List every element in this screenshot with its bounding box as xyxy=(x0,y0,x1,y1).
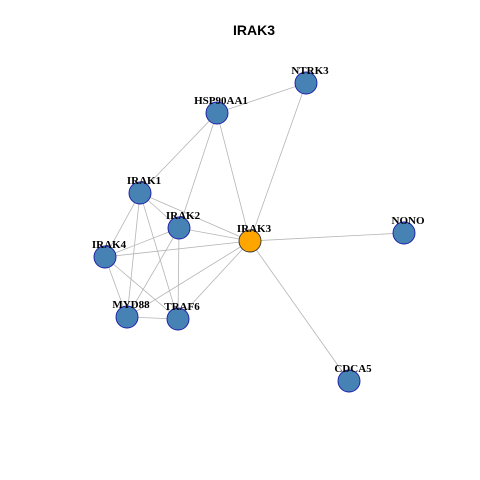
edge-hsp90aa1-irak3 xyxy=(216,112,251,242)
edge-irak1-irak4 xyxy=(104,192,141,258)
node-myd88: MYD88 xyxy=(112,299,150,329)
node-circle-traf6 xyxy=(166,307,190,331)
edge-layer xyxy=(104,82,405,382)
edge-irak2-traf6 xyxy=(177,227,180,320)
node-label-irak2: IRAK2 xyxy=(166,210,201,222)
node-circle-myd88 xyxy=(115,305,139,329)
node-label-irak4: IRAK4 xyxy=(92,239,127,251)
node-label-nono: NONO xyxy=(392,215,425,227)
edge-irak2-irak4 xyxy=(104,227,180,258)
node-circle-hsp90aa1 xyxy=(205,101,229,125)
node-circle-irak1 xyxy=(128,181,152,205)
edge-ntrk3-hsp90aa1 xyxy=(216,82,307,114)
node-label-ntrk3: NTRK3 xyxy=(291,65,329,77)
edge-irak4-irak3 xyxy=(104,240,251,258)
edge-irak4-traf6 xyxy=(104,256,179,320)
edge-irak2-myd88 xyxy=(126,227,180,318)
node-circle-ntrk3 xyxy=(294,71,318,95)
node-nono: NONO xyxy=(392,215,425,245)
node-label-irak1: IRAK1 xyxy=(127,175,161,187)
edge-irak3-nono xyxy=(249,232,405,242)
edge-hsp90aa1-irak2 xyxy=(178,112,218,229)
node-circle-irak3 xyxy=(238,229,262,253)
node-irak4: IRAK4 xyxy=(92,239,127,269)
node-hsp90aa1: HSP90AA1 xyxy=(194,95,248,125)
diagram-title: IRAK3 xyxy=(233,22,275,38)
node-label-myd88: MYD88 xyxy=(112,299,150,311)
node-label-irak3: IRAK3 xyxy=(237,223,272,235)
node-label-cdca5: CDCA5 xyxy=(334,363,372,375)
node-ntrk3: NTRK3 xyxy=(291,65,329,95)
node-irak3: IRAK3 xyxy=(237,223,272,253)
node-label-hsp90aa1: HSP90AA1 xyxy=(194,95,248,107)
node-irak2: IRAK2 xyxy=(166,210,201,240)
edge-ntrk3-irak3 xyxy=(249,82,307,242)
edge-myd88-irak3 xyxy=(126,240,251,318)
node-cdca5: CDCA5 xyxy=(334,363,372,393)
edge-irak1-irak3 xyxy=(139,192,251,242)
node-circle-irak2 xyxy=(167,216,191,240)
node-circle-cdca5 xyxy=(337,369,361,393)
node-label-traf6: TRAF6 xyxy=(164,301,200,313)
node-circle-irak4 xyxy=(93,245,117,269)
edge-irak1-traf6 xyxy=(139,192,179,320)
edge-irak2-irak3 xyxy=(178,227,251,242)
node-irak1: IRAK1 xyxy=(127,175,161,205)
edge-hsp90aa1-irak1 xyxy=(139,112,218,194)
node-traf6: TRAF6 xyxy=(164,301,200,331)
edge-irak3-cdca5 xyxy=(249,240,350,382)
node-circle-nono xyxy=(392,221,416,245)
edge-irak1-myd88 xyxy=(126,192,141,318)
edge-traf6-irak3 xyxy=(177,240,251,320)
